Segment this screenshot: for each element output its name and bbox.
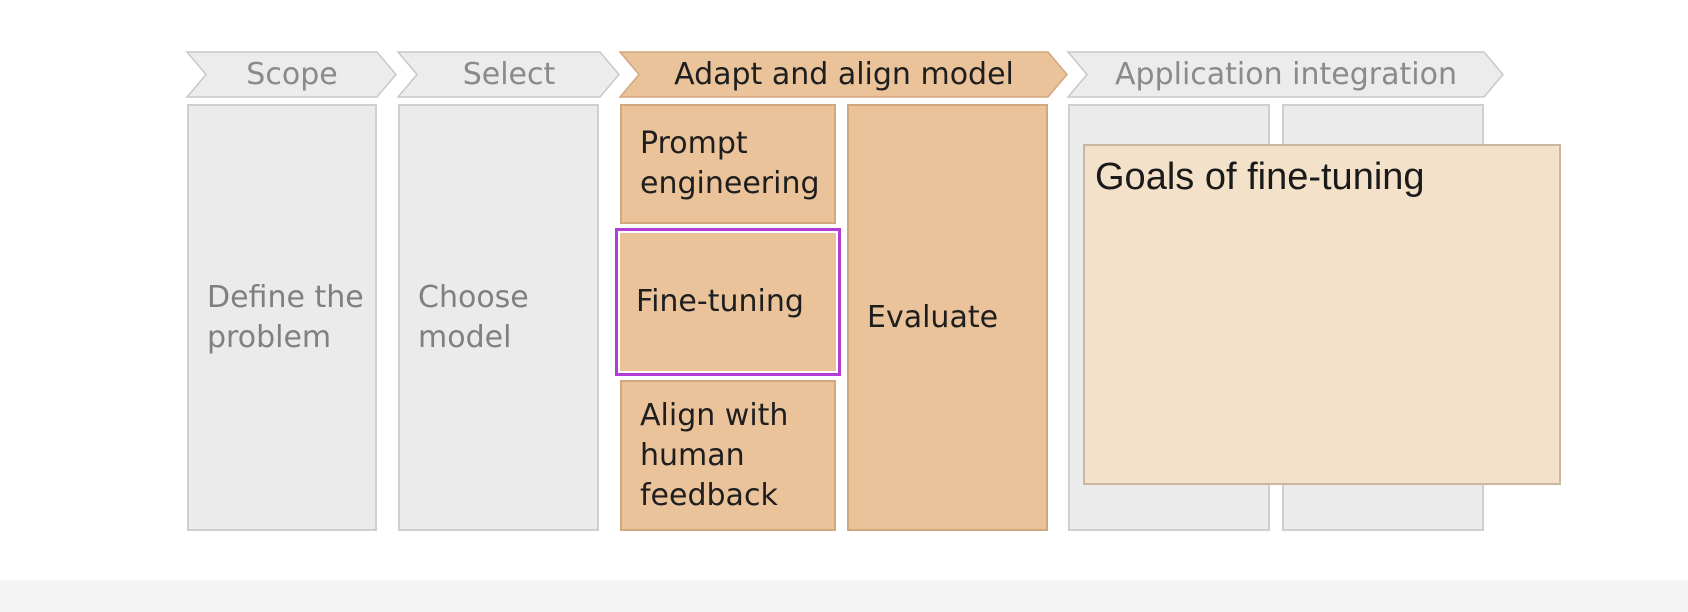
box-fine-tuning: Fine-tuning bbox=[615, 228, 841, 376]
box-fine-tuning-label: Fine-tuning bbox=[636, 284, 804, 319]
box-align-human-feedback-label: Align with human feedback bbox=[640, 397, 789, 513]
goals-panel: Goals of fine-tuning bbox=[1083, 144, 1561, 485]
box-align-human-feedback: Align with human feedback bbox=[620, 380, 836, 531]
bottom-strip bbox=[0, 580, 1688, 612]
stage-scope: Scope bbox=[185, 51, 397, 98]
box-define-problem-label: Define the problem bbox=[207, 279, 364, 355]
box-prompt-engineering-label: Prompt engineering bbox=[640, 126, 820, 201]
stage-adapt-align: Adapt and align model bbox=[618, 51, 1068, 98]
box-define-problem: Define the problem bbox=[187, 104, 377, 531]
stage-application-integration-label: Application integration bbox=[1115, 57, 1457, 92]
stage-application-integration: Application integration bbox=[1066, 51, 1504, 98]
stage-select: Select bbox=[396, 51, 620, 98]
box-choose-model: Choose model bbox=[398, 104, 599, 531]
stage-select-label: Select bbox=[462, 57, 556, 92]
goals-panel-title: Goals of fine-tuning bbox=[1095, 156, 1425, 198]
box-choose-model-label: Choose model bbox=[418, 279, 529, 355]
box-evaluate-label: Evaluate bbox=[867, 299, 999, 335]
box-prompt-engineering: Prompt engineering bbox=[620, 104, 836, 224]
box-evaluate: Evaluate bbox=[847, 104, 1048, 531]
stage-adapt-align-label: Adapt and align model bbox=[674, 57, 1014, 92]
stage-scope-label: Scope bbox=[246, 57, 338, 92]
